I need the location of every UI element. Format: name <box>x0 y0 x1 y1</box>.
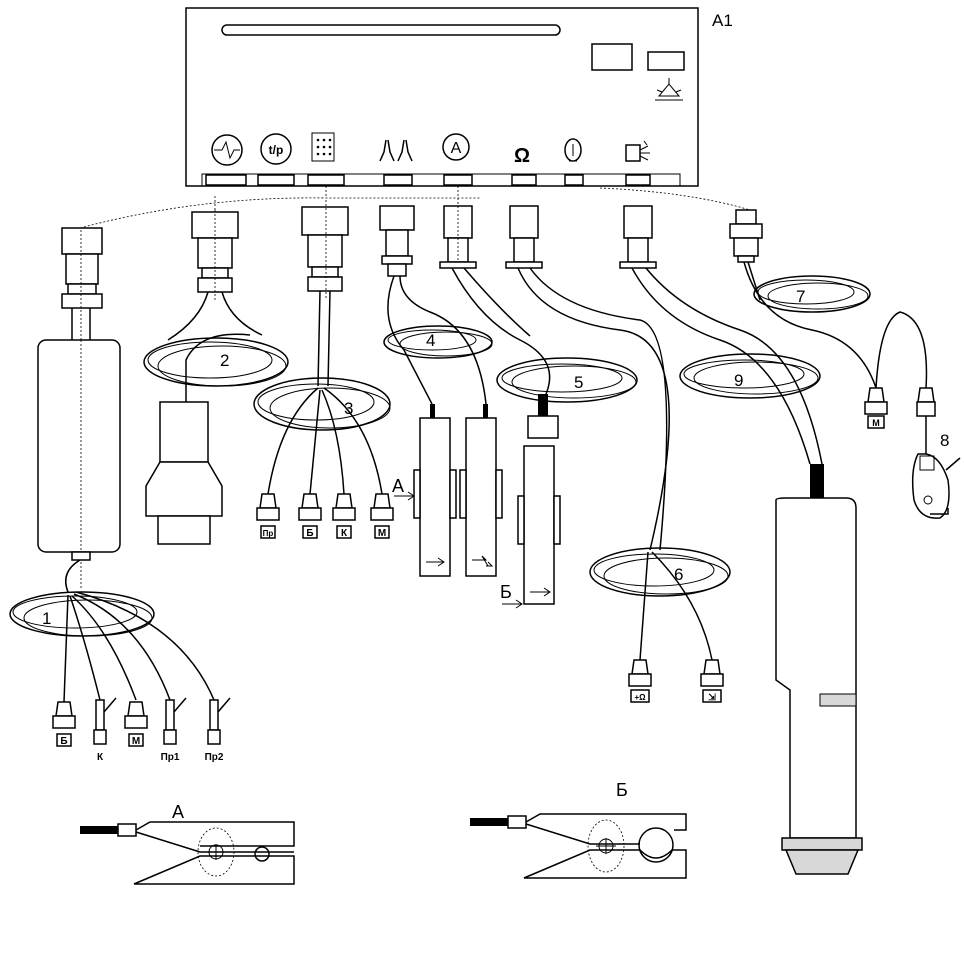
sensor-8: 8 <box>911 416 961 519</box>
ammeter-icon-text: A <box>451 140 462 157</box>
cable-3-number: 3 <box>344 399 353 418</box>
warning-lamp-icon <box>655 78 683 101</box>
socket-4 <box>383 174 413 186</box>
cable-1: 1 Б К М Пр1 <box>9 227 231 763</box>
cable-2-number: 2 <box>220 351 229 370</box>
socket-3 <box>307 174 345 186</box>
socket-5 <box>443 174 473 186</box>
device-body <box>185 7 699 187</box>
connector-6-plus-ohm: +Ω <box>628 659 652 703</box>
connector-1-pr2-label: Пр2 <box>205 752 224 763</box>
strobe-window <box>647 51 685 71</box>
display-slot <box>221 24 561 36</box>
oscilloscope-icon <box>211 134 243 166</box>
cable-2: 2 <box>143 210 289 545</box>
connector-7-m-label: М <box>872 418 880 428</box>
socket-2 <box>257 174 295 186</box>
connector-1-b: Б <box>52 701 76 747</box>
socket-7 <box>564 174 584 186</box>
clamp-detail-a: А <box>80 802 295 885</box>
socket-strip <box>201 173 681 187</box>
clamp-detail-a-title: А <box>172 802 184 822</box>
connector-6-arrow: ⇲ <box>700 659 724 703</box>
cable-1-converter-box <box>37 339 121 553</box>
stroboscope-icon <box>625 140 650 162</box>
clamp-a-body-1 <box>419 417 451 577</box>
connector-1-pr1: Пр1 <box>161 697 187 763</box>
sensor-8-number: 8 <box>940 431 949 450</box>
connector-3-m-label: М <box>378 528 386 539</box>
connector-3-pr: Пр <box>256 493 280 539</box>
connector-1-pr1-label: Пр1 <box>161 752 180 763</box>
device-a1: А1 t/p A Ω <box>185 7 733 187</box>
connector-8-plug <box>916 387 936 417</box>
cable-7-number: 7 <box>796 287 805 306</box>
connector-1-m-label: М <box>132 736 140 747</box>
connector-3-k: К <box>332 493 356 539</box>
ohmmeter-icon: Ω <box>514 145 530 167</box>
clamp-marker-b: Б <box>500 582 512 602</box>
cable-3: 3 Пр Б К М <box>253 200 394 539</box>
diagnostic-connector-icon <box>311 132 335 162</box>
tp-icon-text: t/p <box>269 143 284 157</box>
clamp-detail-b-title: Б <box>616 780 628 800</box>
cable-6: 6 +Ω ⇲ <box>505 205 731 703</box>
connector-3-b: Б <box>298 493 322 539</box>
connector-3-k-label: К <box>341 528 348 539</box>
strobe-lamp-body <box>775 497 857 839</box>
cable-4: 4 А <box>379 205 503 577</box>
connector-3-pr-label: Пр <box>263 529 274 538</box>
connector-1-k: К <box>93 697 117 763</box>
clamp-a-body-2 <box>465 417 497 577</box>
clamp-detail-b: Б <box>470 780 687 879</box>
connector-1-k-label: К <box>97 752 104 763</box>
lamp-icon <box>564 138 582 162</box>
cable-5-number: 5 <box>574 373 583 392</box>
display-window <box>591 43 633 71</box>
cable-9-number: 9 <box>734 371 743 390</box>
socket-6 <box>511 174 537 186</box>
cable-5: 5 Б <box>439 186 638 609</box>
temperature-pressure-icon: t/p <box>260 133 292 165</box>
connector-3-m: М <box>370 493 394 539</box>
cable-2-probe-body <box>159 401 209 463</box>
injector-icon <box>379 139 413 162</box>
socket-8 <box>625 174 651 186</box>
cable-4-number: 4 <box>426 331 435 350</box>
connector-1-m: М <box>124 701 148 747</box>
clamp-b-body <box>523 445 555 605</box>
connector-3-b-label: Б <box>306 528 313 539</box>
cable-1-number: 1 <box>42 609 51 628</box>
clamp-marker-a: А <box>392 476 404 496</box>
cable-7: 7 М <box>729 209 936 429</box>
connector-1-pr2: Пр2 <box>205 697 231 763</box>
connector-1-b-label: Б <box>60 736 67 747</box>
cable-9: 9 <box>619 205 863 875</box>
socket-1 <box>205 174 247 186</box>
connector-6-plus-ohm-label: +Ω <box>634 693 646 702</box>
device-label: А1 <box>712 11 733 30</box>
cable-6-number: 6 <box>674 565 683 584</box>
connector-6-arrow-label: ⇲ <box>708 692 716 702</box>
ammeter-icon: A <box>442 133 470 161</box>
connector-7-m: М <box>864 387 888 429</box>
